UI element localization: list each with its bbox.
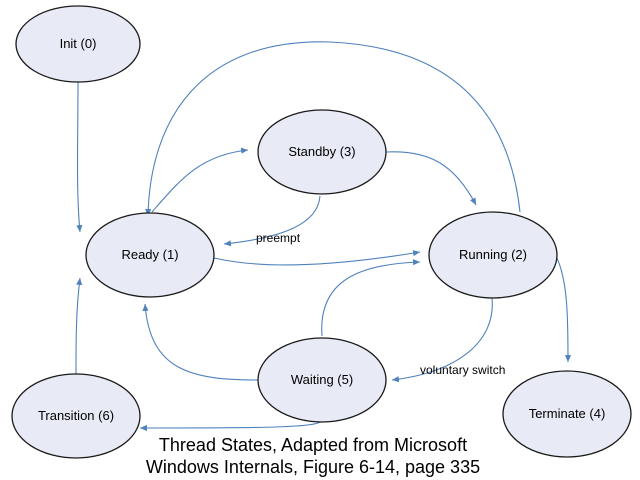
caption-line-2: Windows Internals, Figure 6-14, page 335: [146, 457, 480, 477]
edge-waiting-to-running: [321, 259, 421, 337]
state-init-label: Init (0): [60, 36, 97, 51]
edge-transition-to-ready: [75, 277, 83, 375]
edge-running-to-ready-arc: [145, 41, 521, 217]
edge-label-voluntary-switch: voluntary switch: [420, 363, 505, 377]
state-waiting: Waiting (5): [257, 337, 387, 423]
edge-running-to-terminate: [555, 255, 572, 363]
state-standby: Standby (3): [257, 109, 387, 195]
state-terminate-label: Terminate (4): [529, 406, 606, 421]
edge-label-preempt: preempt: [256, 231, 301, 245]
state-transition-label: Transition (6): [38, 408, 114, 423]
edge-standby-to-ready-preempt: [223, 195, 321, 247]
state-terminate: Terminate (4): [502, 370, 632, 458]
state-ready: Ready (1): [85, 212, 215, 298]
caption-line-1: Thread States, Adapted from Microsoft: [159, 435, 467, 455]
edge-standby-to-running: [385, 151, 477, 206]
state-running: Running (2): [428, 211, 558, 299]
edge-init-to-ready: [76, 81, 83, 233]
state-waiting-label: Waiting (5): [291, 372, 353, 387]
state-init: Init (0): [15, 5, 141, 83]
edge-waiting-to-transition: [139, 419, 323, 432]
state-standby-label: Standby (3): [288, 144, 355, 159]
state-running-label: Running (2): [459, 247, 527, 262]
edge-running-to-waiting: [391, 297, 493, 383]
edge-ready-to-running: [213, 250, 421, 266]
edge-ready-to-standby: [151, 147, 249, 213]
state-transition: Transition (6): [11, 373, 141, 459]
state-ready-label: Ready (1): [121, 247, 178, 262]
edge-waiting-to-ready: [142, 303, 259, 381]
